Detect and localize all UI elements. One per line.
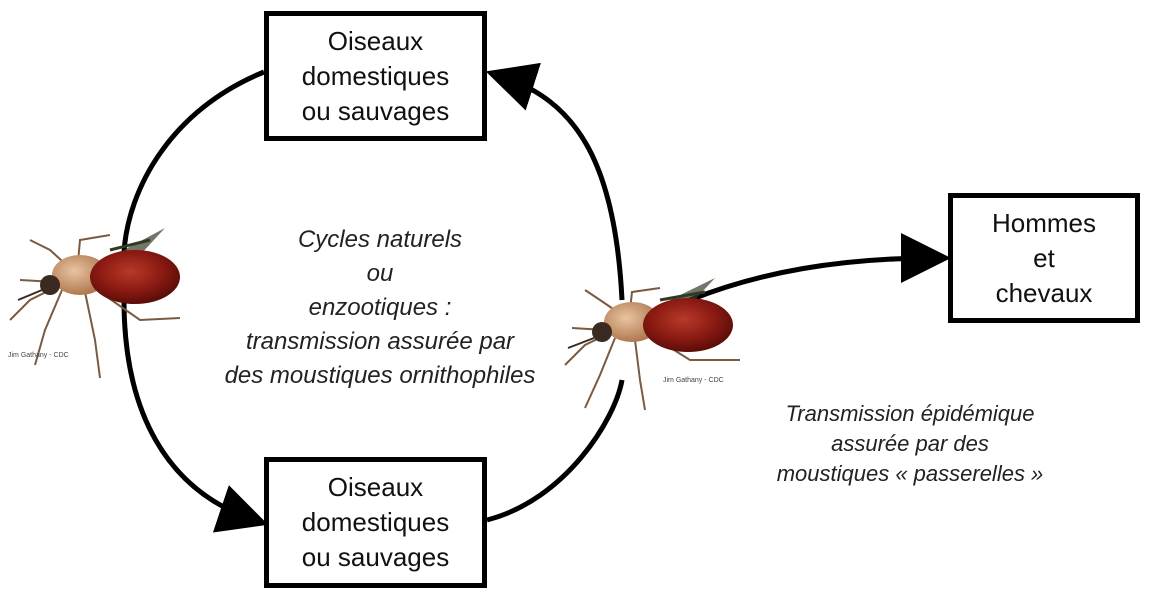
photo-credit-right: Jim Gathany - CDC [663,377,724,384]
epidemic-caption-line-3: moustiques « passerelles » [720,459,1100,489]
natural-cycle-caption-line-1: Cycles naturels [190,223,570,257]
node-birds-top-line-2: domestiques [302,59,449,94]
node-humans-horses-line-1: Hommes [992,206,1096,241]
node-humans-horses-line-2: et [1033,241,1055,276]
node-birds-bottom: Oiseaux domestiques ou sauvages [264,457,487,588]
epidemic-caption-line-1: Transmission épidémique [720,399,1100,429]
natural-cycle-caption-line-3: enzootiques : [190,291,570,325]
photo-credit-left: Jim Gathany - CDC [8,352,69,359]
node-birds-top: Oiseaux domestiques ou sauvages [264,11,487,141]
node-birds-bottom-line-2: domestiques [302,505,449,540]
node-humans-horses-line-3: chevaux [996,276,1093,311]
epidemic-caption-line-2: assurée par des [720,429,1100,459]
natural-cycle-caption-line-2: ou [190,257,570,291]
node-birds-bottom-line-3: ou sauvages [302,540,449,575]
arrow-bottom-to-right-mosquito [487,380,622,520]
arrow-to-humans-horses [690,258,936,300]
epidemic-transmission-caption: Transmission épidémique assurée par des … [720,399,1100,489]
natural-cycle-caption-line-5: des moustiques ornithophiles [190,359,570,393]
node-humans-horses: Hommes et chevaux [948,193,1140,323]
natural-cycle-caption: Cycles naturels ou enzootiques : transmi… [190,223,570,393]
natural-cycle-caption-line-4: transmission assurée par [190,325,570,359]
node-birds-bottom-line-1: Oiseaux [328,470,423,505]
mosquito-right-illustration [565,278,740,410]
node-birds-top-line-3: ou sauvages [302,94,449,129]
node-birds-top-line-1: Oiseaux [328,24,423,59]
